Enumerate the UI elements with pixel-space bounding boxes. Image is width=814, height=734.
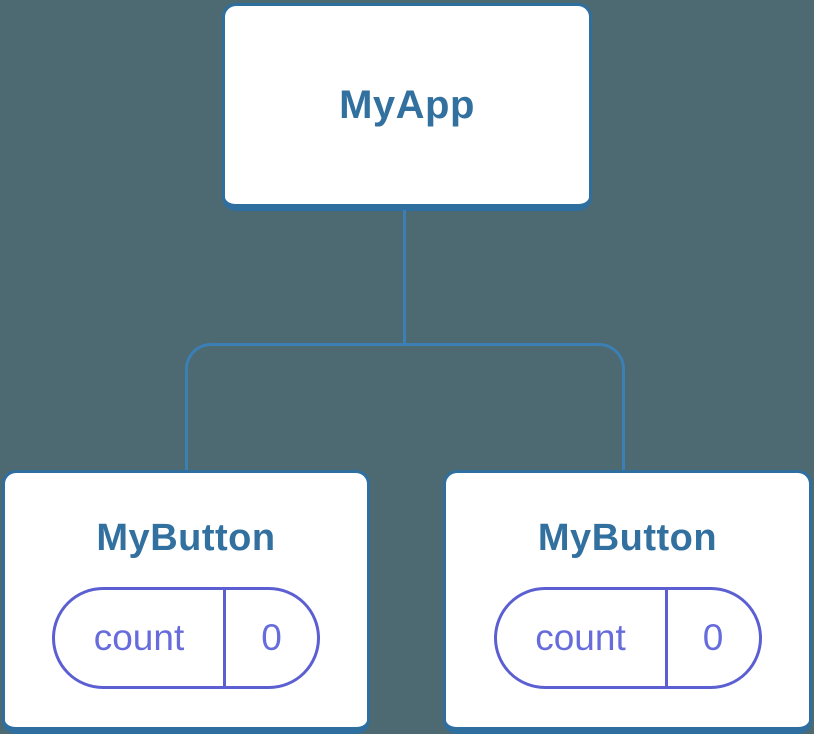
state-name-right: count [497, 590, 668, 686]
node-mybutton-left-label: MyButton [96, 517, 276, 559]
state-name-left: count [55, 590, 226, 686]
node-mybutton-right: MyButton count 0 [443, 470, 812, 734]
state-pill-left: count 0 [52, 587, 320, 689]
state-value-right: 0 [702, 617, 724, 658]
node-mybutton-left: MyButton count 0 [2, 470, 370, 734]
connector-trunk-line [403, 210, 406, 344]
node-mybutton-right-label: MyButton [537, 517, 718, 559]
state-value-left: 0 [261, 617, 282, 658]
node-myapp: MyApp [222, 3, 592, 211]
node-myapp-label: MyApp [339, 82, 475, 127]
state-pill-right: count 0 [493, 587, 762, 689]
connector-branch-bracket [185, 343, 625, 470]
